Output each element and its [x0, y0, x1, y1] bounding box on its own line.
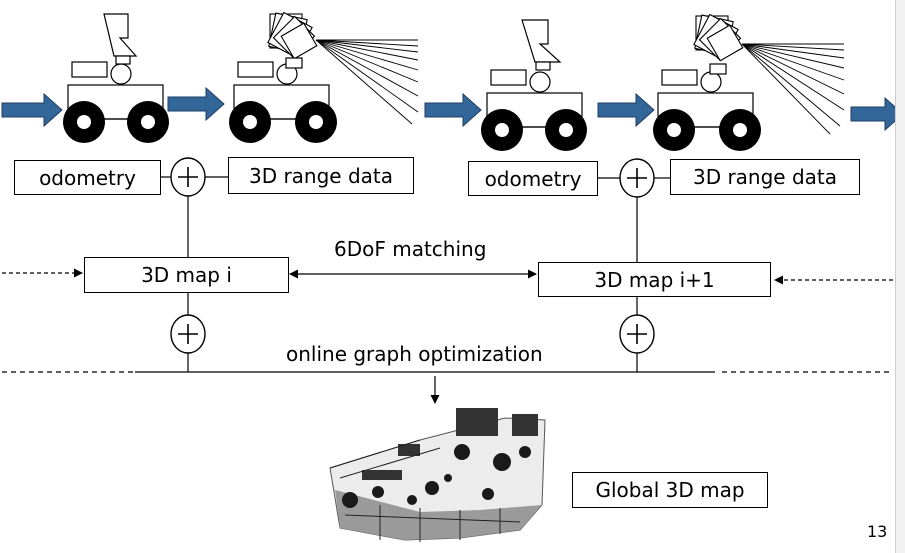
motion-arrow-4 [597, 92, 655, 128]
right-edge-bar [895, 0, 905, 553]
motion-arrow-3 [424, 92, 482, 128]
robot-1-icon [63, 13, 169, 143]
plus-node-4 [619, 314, 655, 354]
robot-2-icon [229, 11, 419, 143]
robot-3-icon [481, 19, 587, 151]
range-data-box-1: 3D range data [228, 157, 414, 194]
range-data-box-2: 3D range data [670, 159, 860, 195]
plus-node-3 [170, 314, 206, 354]
plus-node-1 [170, 157, 206, 197]
robot-4-icon [653, 13, 845, 151]
map-i1-box: 3D map i+1 [538, 262, 771, 297]
map-i-box: 3D map i [84, 257, 289, 293]
global-map-image [329, 408, 546, 542]
odometry-box-1: odometry [14, 160, 161, 195]
motion-arrow-1 [1, 92, 63, 128]
global-map-box: Global 3D map [572, 472, 768, 508]
matching-label: 6DoF matching [334, 237, 487, 261]
motion-arrow-2 [167, 86, 225, 122]
page-number: 13 [867, 522, 888, 541]
odometry-box-2: odometry [468, 161, 598, 196]
motion-arrows [1, 86, 904, 132]
plus-node-2 [619, 158, 655, 198]
motion-arrow-5 [850, 96, 904, 132]
graph-optimization-label: online graph optimization [286, 342, 543, 366]
